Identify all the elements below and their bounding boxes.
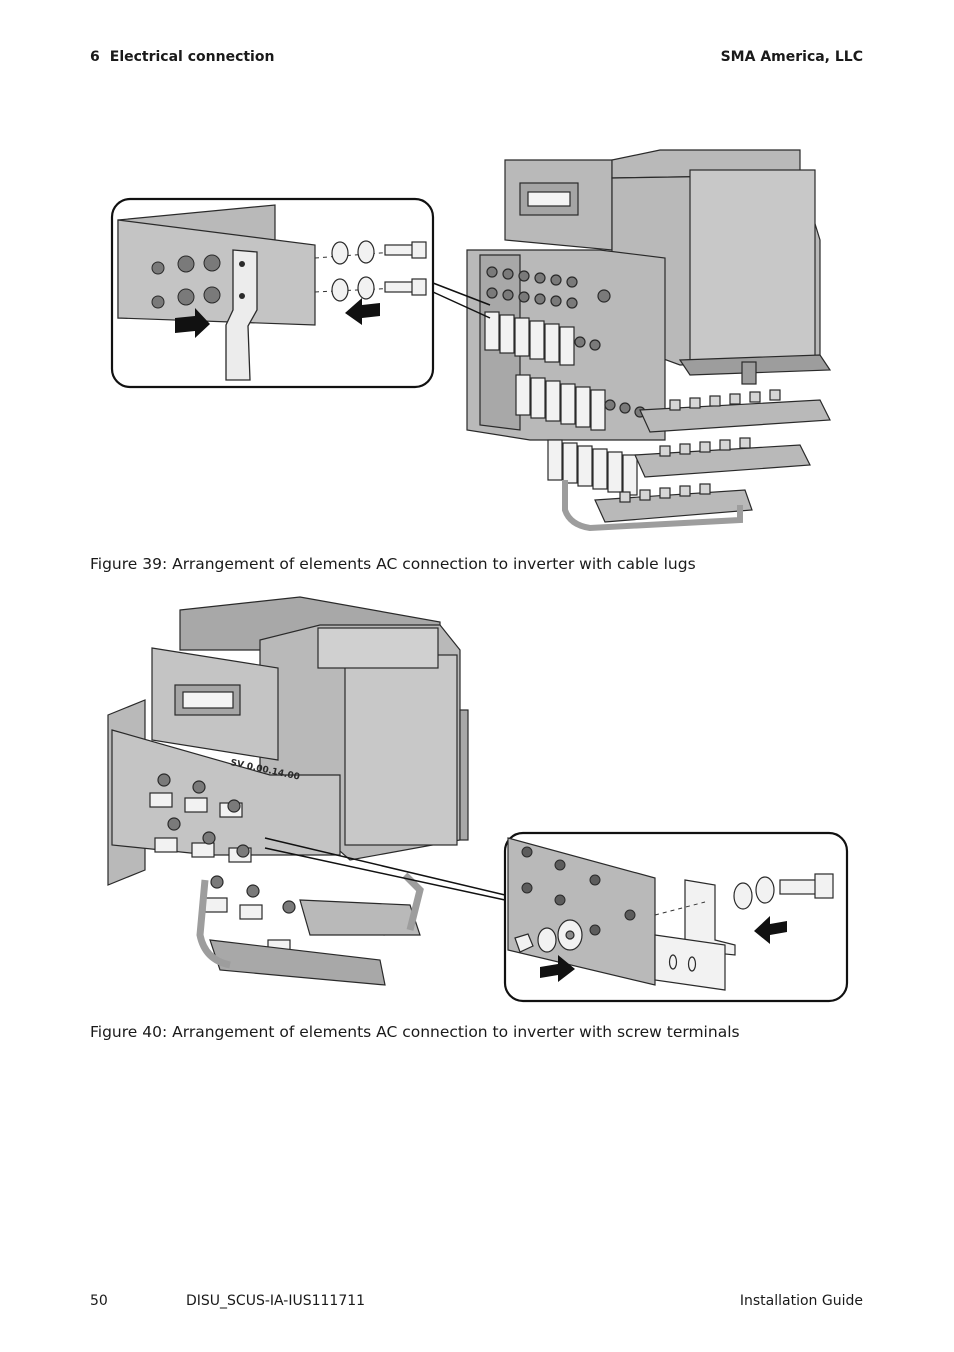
busbar-terminals — [619, 389, 781, 503]
section-number: 6 — [90, 49, 100, 65]
figure-39-caption: Figure 39: Arrangement of elements AC co… — [90, 555, 696, 573]
section-heading: 6 Electrical connection — [90, 49, 274, 65]
company-name: SMA America, LLC — [720, 49, 863, 65]
inverter-cabinet — [179, 596, 469, 861]
document-type: Installation Guide — [739, 1293, 863, 1309]
cable-lugs-row-3 — [547, 439, 638, 496]
cable-lug-detail — [225, 249, 258, 381]
page-number: 50 — [90, 1293, 108, 1309]
arrow-left-icon — [345, 298, 380, 325]
arrow-right-icon — [175, 308, 210, 338]
figure-40-illustration: SV 0.00.14.00 — [107, 596, 849, 1003]
busbars — [562, 399, 831, 532]
busbars — [196, 872, 424, 986]
figure-39-illustration — [110, 149, 832, 532]
cable-lugs-row-2 — [515, 374, 606, 431]
section-title: Electrical connection — [109, 49, 275, 65]
detail-callout-screw-terminal — [503, 831, 849, 1003]
document-id: DISU_SCUS-IA-IUS111711 — [186, 1293, 366, 1309]
mounting-plate — [151, 647, 279, 761]
arrow-right-icon — [540, 955, 575, 982]
cable-lugs-row-1 — [484, 311, 575, 366]
figure-40-caption: Figure 40: Arrangement of elements AC co… — [90, 1023, 740, 1041]
arrow-left-icon — [754, 916, 787, 944]
detail-callout-cable-lug — [110, 197, 435, 389]
